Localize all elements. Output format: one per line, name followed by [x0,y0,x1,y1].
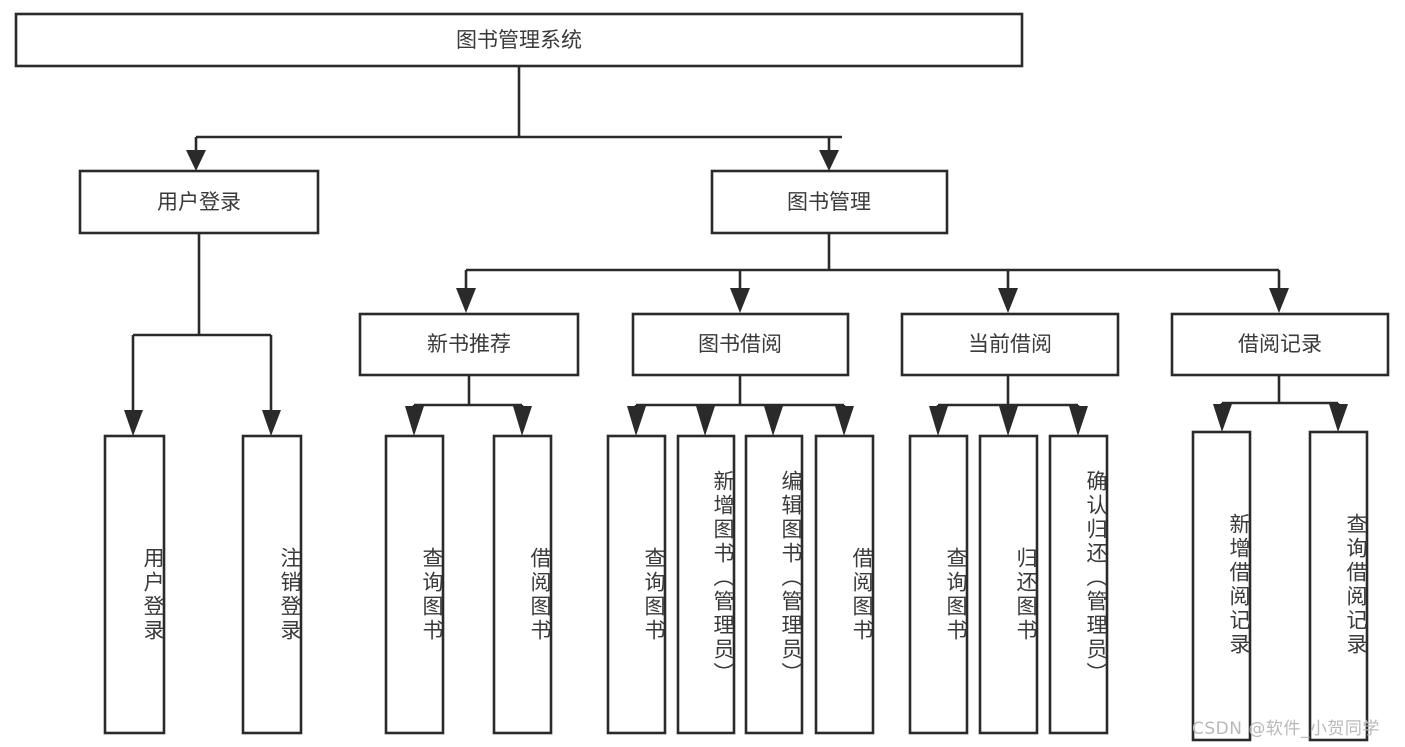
connector-root-to-level2 [186,66,842,171]
leafbox-add-book[interactable] [676,434,736,735]
leafbox-logout-login[interactable] [241,434,303,735]
connector-bookmgmt-to-level3 [456,233,1289,313]
node-new-book-recommend[interactable]: 新书推荐 [358,312,580,377]
leafbox-query-book-3[interactable] [908,434,969,735]
connector-bookborrow-to-leaves [627,375,854,436]
node-root[interactable]: 图书管理系统 [14,12,1024,68]
connector-newbook-to-leaves [405,375,532,436]
node-root-label: 图书管理系统 [456,28,582,52]
leafbox-borrow-book-1[interactable] [492,434,553,735]
node-book-management[interactable]: 图书管理 [710,169,949,235]
node-book-borrow[interactable]: 图书借阅 [631,312,850,377]
leafbox-return-book[interactable] [978,434,1039,735]
connector-currentborrow-to-leaves [929,375,1088,436]
csdn-watermark: CSDN @软件_小贺同学 [1192,719,1380,739]
leafbox-confirm-return[interactable] [1048,434,1109,735]
connector-userlogin-to-leaves [124,233,281,436]
node-borrow-record-label: 借阅记录 [1238,332,1322,356]
leafbox-user-login[interactable] [103,434,166,735]
connector-borrowrecord-to-leaves [1213,375,1348,432]
leafbox-query-book-2[interactable] [606,434,667,735]
node-user-login-label: 用户登录 [157,190,241,214]
node-current-borrow[interactable]: 当前借阅 [900,312,1120,377]
node-current-borrow-label: 当前借阅 [968,332,1052,356]
leafbox-query-record[interactable] [1308,430,1369,742]
node-user-login[interactable]: 用户登录 [78,169,320,235]
leafbox-add-record[interactable] [1191,430,1252,742]
node-borrow-record[interactable]: 借阅记录 [1170,312,1390,377]
node-book-management-label: 图书管理 [787,190,871,214]
leafbox-edit-book[interactable] [744,434,804,735]
node-book-borrow-label: 图书借阅 [698,332,782,356]
leafbox-borrow-book-2[interactable] [814,434,875,735]
node-new-book-recommend-label: 新书推荐 [427,332,511,356]
leafbox-query-book-1[interactable] [384,434,445,735]
